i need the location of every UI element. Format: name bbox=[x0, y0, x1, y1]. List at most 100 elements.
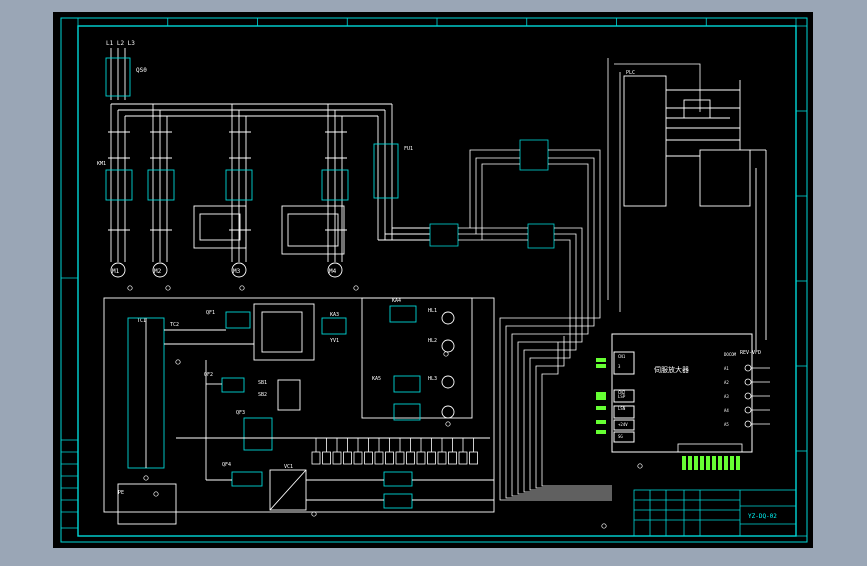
bus-wire bbox=[499, 300, 612, 501]
output-fuse bbox=[688, 456, 692, 470]
component-label: QF3 bbox=[236, 410, 245, 416]
title-block bbox=[633, 489, 797, 537]
output-fuse bbox=[694, 456, 698, 470]
plc-label: PLC bbox=[626, 70, 635, 76]
bus-wire bbox=[535, 336, 612, 489]
ground-markers: PE bbox=[118, 285, 643, 529]
component-label: QF1 bbox=[206, 310, 215, 316]
ground-symbol bbox=[175, 359, 181, 365]
bus-wire bbox=[505, 306, 612, 499]
green-terminal bbox=[596, 396, 606, 400]
mains-label: L1 L2 L3 bbox=[106, 40, 135, 47]
output-fuse bbox=[724, 456, 728, 470]
drawing-sheet bbox=[53, 12, 813, 548]
motor-label-2: M2 bbox=[154, 268, 162, 275]
motor-symbols bbox=[110, 262, 343, 278]
output-fuse bbox=[700, 456, 704, 470]
green-terminal bbox=[596, 406, 606, 410]
middle-routing bbox=[429, 58, 701, 330]
component-label: QF2 bbox=[204, 372, 213, 378]
motor-label-3: M3 bbox=[233, 268, 241, 275]
motor-label-4: M4 bbox=[329, 268, 337, 275]
output-fuse bbox=[682, 456, 686, 470]
ground-symbol bbox=[637, 463, 643, 469]
servo-right-pin: A5 bbox=[724, 422, 729, 427]
ground-symbol bbox=[601, 523, 607, 529]
output-fuse bbox=[706, 456, 710, 470]
component-label: HL3 bbox=[428, 376, 437, 382]
servo-bus-wires bbox=[499, 300, 612, 501]
component-label: YV1 bbox=[330, 338, 339, 344]
motor-label-1: M1 bbox=[112, 268, 120, 275]
ground-symbol bbox=[311, 511, 317, 517]
ground-symbol bbox=[239, 285, 245, 291]
output-fuse bbox=[730, 456, 734, 470]
zone-ruler-top bbox=[77, 18, 797, 26]
motor-m1 bbox=[110, 262, 126, 278]
ground-symbol bbox=[165, 285, 171, 291]
contactor-group-label: KM1 bbox=[97, 161, 106, 167]
ground-symbol bbox=[143, 475, 149, 481]
output-header bbox=[677, 443, 743, 453]
ground-symbol bbox=[443, 351, 449, 357]
green-terminal bbox=[596, 364, 606, 368]
component-label: KA3 bbox=[330, 312, 339, 318]
green-terminal bbox=[596, 392, 606, 396]
bus-wire bbox=[511, 312, 612, 497]
plc-module bbox=[623, 75, 767, 350]
servo-right-pin: DOCOM bbox=[724, 352, 737, 357]
servo-left-pin: SG bbox=[618, 434, 623, 439]
servo-right-pin: A2 bbox=[724, 380, 729, 385]
terminal-strip bbox=[311, 438, 478, 465]
component-label: TC2 bbox=[170, 322, 179, 328]
servo-left-pin: 3 bbox=[618, 364, 621, 369]
green-terminal bbox=[596, 420, 606, 424]
green-terminal bbox=[596, 358, 606, 362]
component-label: SB1 bbox=[258, 380, 267, 386]
servo-left-pin: +24V bbox=[618, 422, 628, 427]
ground-symbol bbox=[127, 285, 133, 291]
vfd-title: REV-VFD bbox=[740, 350, 761, 356]
servo-left-pin: LSP bbox=[618, 394, 626, 399]
bus-wire bbox=[529, 330, 612, 491]
ground-symbol bbox=[153, 491, 159, 497]
zone-ruler-right bbox=[796, 25, 807, 537]
component-label: KA4 bbox=[392, 298, 401, 304]
servo-left-pin: CN1 bbox=[618, 354, 626, 359]
green-terminal bbox=[596, 430, 606, 434]
servo-right-pin: A4 bbox=[724, 408, 729, 413]
component-label: KA5 bbox=[372, 376, 381, 382]
component-label: HL1 bbox=[428, 308, 437, 314]
main-breaker-label: QS0 bbox=[136, 67, 147, 74]
servo-title: 伺服放大器 bbox=[654, 365, 689, 374]
component-label: SB2 bbox=[258, 392, 267, 398]
servo-right-pin: A1 bbox=[724, 366, 729, 371]
motor-m3 bbox=[231, 262, 247, 278]
output-fuse bbox=[712, 456, 716, 470]
bus-wire bbox=[541, 342, 612, 487]
transformer-label: TC1 bbox=[137, 318, 146, 324]
motor-m2 bbox=[152, 262, 168, 278]
ground-symbol bbox=[445, 421, 451, 427]
revision-table bbox=[60, 277, 79, 529]
servo-left-pin: LSN bbox=[618, 406, 626, 411]
component-label: HL2 bbox=[428, 338, 437, 344]
servo-connectors bbox=[596, 358, 770, 434]
fuse-group-label: FU1 bbox=[404, 146, 413, 152]
output-fuse bbox=[736, 456, 740, 470]
outer-frame bbox=[60, 17, 808, 543]
servo-left-pin: CN2 bbox=[618, 390, 626, 395]
component-label: VC1 bbox=[284, 464, 293, 470]
motor-m4 bbox=[327, 262, 343, 278]
pe-label: PE bbox=[118, 490, 124, 496]
bus-wire bbox=[517, 318, 612, 495]
bus-wire bbox=[523, 324, 612, 493]
ground-symbol bbox=[353, 285, 359, 291]
main-power-circuit bbox=[105, 48, 430, 262]
servo-right-pin: A3 bbox=[724, 394, 729, 399]
component-label: QF4 bbox=[222, 462, 231, 468]
